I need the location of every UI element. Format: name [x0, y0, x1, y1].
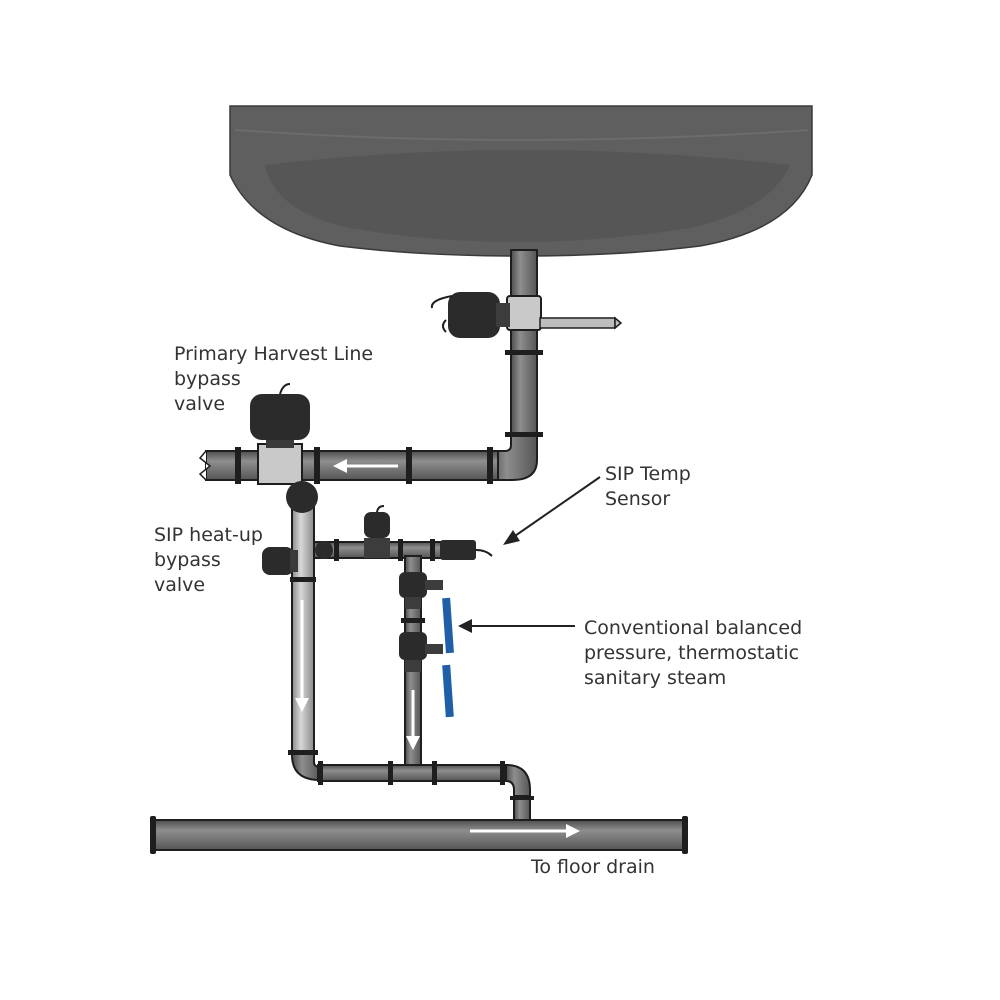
sip-temp-sensor-label: SIP Temp Sensor [605, 462, 691, 512]
steam-trap-flow-arrow [406, 690, 420, 750]
steam-trap-blue-accent [442, 597, 454, 718]
label-line: SIP heat-up [154, 524, 263, 546]
sip-heatup-bypass-valve[interactable] [262, 547, 298, 575]
vessel-outlet-pipe [505, 249, 623, 441]
conventional-steam-label: Conventional balanced pressure, thermost… [584, 616, 802, 691]
primary-harvest-bypass-valve[interactable] [250, 383, 310, 485]
steam-branch-valve[interactable] [364, 505, 390, 558]
steam-trap-upper[interactable] [399, 572, 443, 609]
label-line: SIP Temp [605, 463, 691, 485]
floor-drain-flow-arrow [470, 824, 580, 838]
label-line: Sensor [605, 488, 671, 510]
label-line: bypass [174, 368, 241, 390]
label-line: Conventional balanced [584, 617, 803, 639]
sip-temp-sensor [440, 540, 493, 560]
sip-bypass-flow-arrow [295, 600, 309, 712]
label-line: sanitary steam [584, 667, 727, 689]
label-line: bypass [154, 549, 221, 571]
steam-branch-line [313, 539, 475, 561]
label-line: Primary Harvest Line [174, 343, 374, 365]
sip-heatup-bypass-label: SIP heat-up bypass valve [154, 523, 263, 598]
bottom-collector-line [288, 750, 534, 824]
floor-drain-label: To floor drain [531, 856, 655, 878]
vessel [229, 105, 813, 257]
conventional-steam-callout-arrow [458, 619, 575, 633]
label-line: pressure, thermostatic [584, 642, 800, 664]
steam-trap-lower[interactable] [399, 632, 443, 672]
harvest-line-flow-arrow [333, 459, 398, 473]
label-line: valve [154, 574, 206, 596]
label-line: valve [174, 393, 226, 415]
primary-harvest-bypass-label: Primary Harvest Line bypass valve [174, 342, 373, 417]
floor-drain-line [150, 816, 688, 854]
vessel-outlet-valve[interactable] [430, 292, 510, 338]
sip-temp-callout-arrow [503, 476, 601, 545]
